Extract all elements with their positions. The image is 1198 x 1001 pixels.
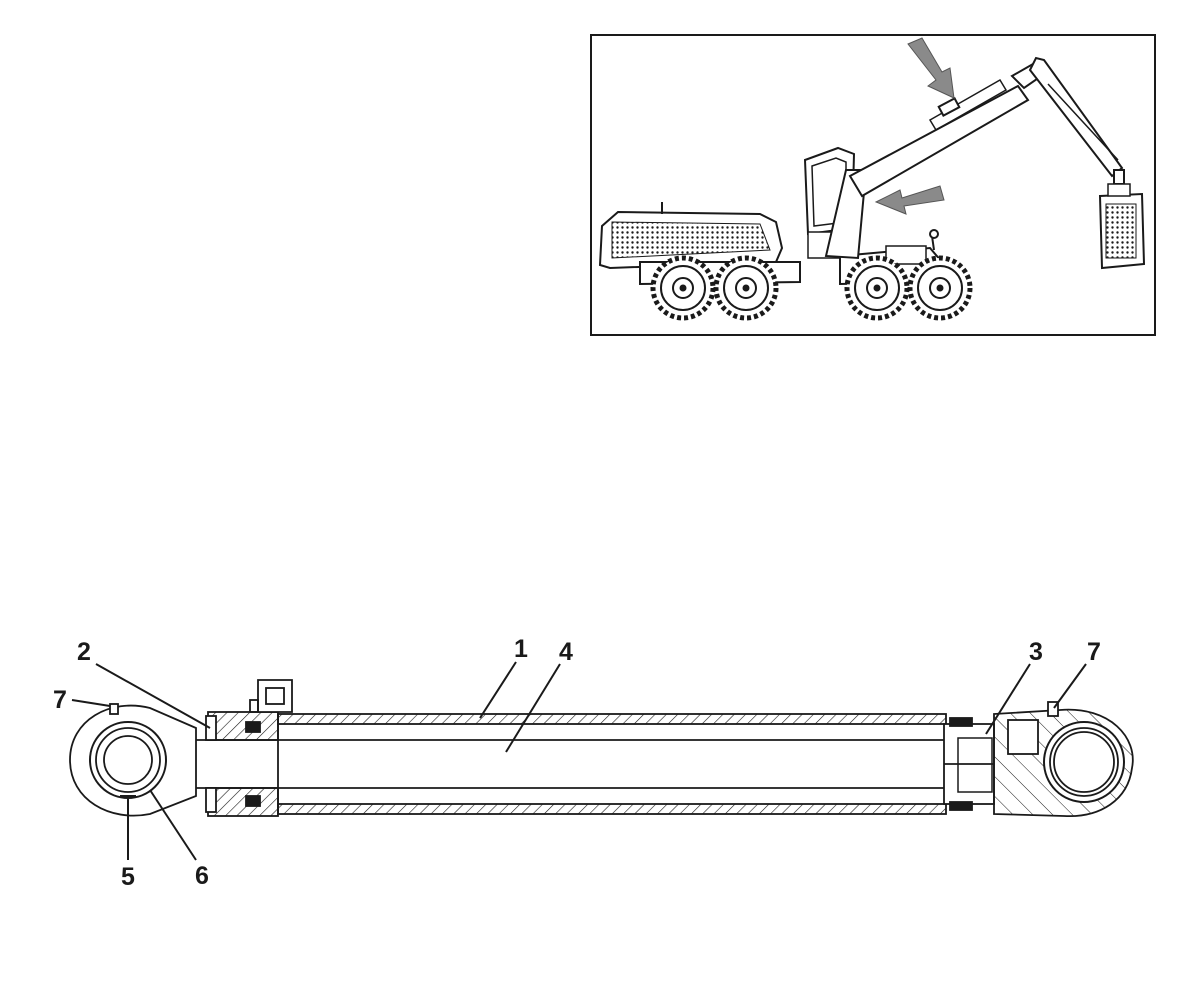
piston-rod — [196, 739, 944, 789]
wheel-rear-2 — [713, 255, 779, 321]
callouts: 1 2 3 4 5 6 7 7 — [53, 635, 1101, 891]
indicator-arrows — [874, 37, 955, 215]
cylinder-tube — [277, 713, 947, 815]
machine-inset — [590, 34, 1156, 336]
wheel-front-1 — [844, 255, 910, 321]
callout-6: 6 — [195, 862, 209, 890]
callout-1: 1 — [514, 635, 528, 663]
leader-lines — [71, 661, 1087, 861]
leader-2 — [95, 663, 211, 729]
leader-4 — [505, 663, 561, 753]
leader-1 — [479, 661, 517, 719]
wheel-front-2 — [907, 255, 973, 321]
gland — [205, 679, 293, 817]
leader-7-left — [71, 699, 111, 707]
arrow-lower-icon — [874, 185, 945, 215]
leader-3 — [985, 663, 1031, 735]
cylinder-section — [69, 661, 1134, 861]
callout-3: 3 — [1029, 638, 1043, 666]
callout-2: 2 — [77, 638, 91, 666]
callout-7-right: 7 — [1087, 638, 1101, 666]
machine-crane — [824, 56, 1146, 270]
rod-eye-left — [69, 703, 197, 817]
piston — [943, 717, 995, 811]
callout-5: 5 — [121, 863, 135, 891]
base-eye-right — [993, 701, 1134, 817]
leader-6 — [149, 789, 197, 861]
callout-7-left: 7 — [53, 686, 67, 714]
leader-7-right — [1053, 663, 1087, 709]
wheel-rear-1 — [650, 255, 716, 321]
machine-wheels — [650, 255, 973, 321]
arrow-upper-icon — [907, 37, 955, 99]
callout-4: 4 — [559, 638, 573, 666]
